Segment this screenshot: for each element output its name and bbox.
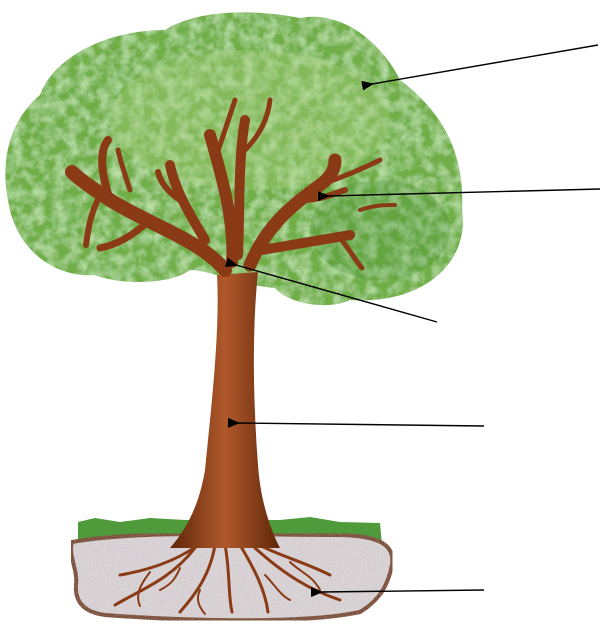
trunk-arrow xyxy=(238,423,484,426)
trunk xyxy=(170,272,280,548)
leaves-arrow xyxy=(372,45,598,84)
